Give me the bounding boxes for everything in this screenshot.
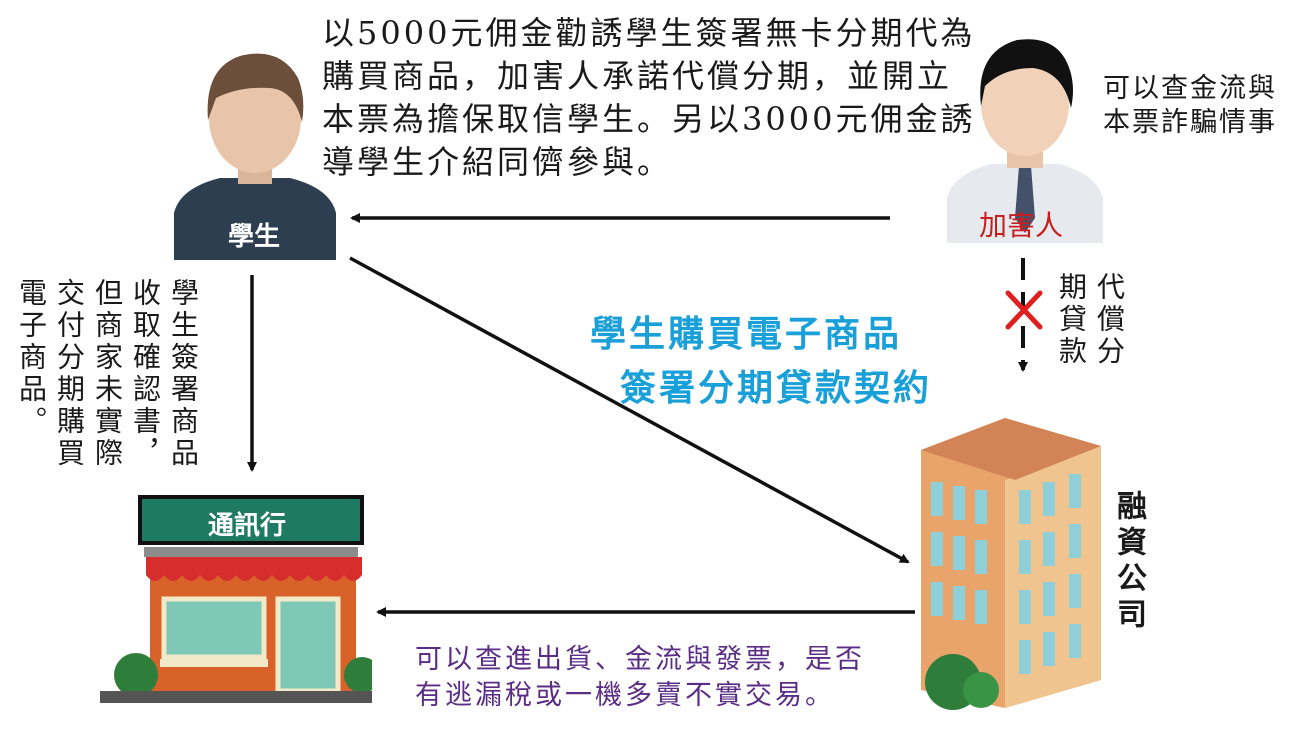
- vertical-line: 學生簽署商品: [167, 278, 200, 470]
- store-receipt-note: 學生簽署商品 收取確認書， 但商家未實際 交付分期購買 電子商品。: [12, 278, 202, 518]
- vertical-line: 期貸款: [1055, 272, 1088, 368]
- caption-line: 購買商品，加害人承諾代償分期，並開立: [322, 57, 953, 95]
- vertical-line: 代償分: [1093, 272, 1126, 368]
- perpetrator-label: 加害人: [979, 209, 1064, 242]
- repayment-note: 代償分 期貸款: [1052, 272, 1128, 392]
- note-line: 本票詐騙情事: [1103, 107, 1277, 138]
- perpetrator-avatar-icon: [947, 39, 1103, 243]
- building-icon: [921, 418, 1101, 710]
- store-icon: [100, 495, 380, 703]
- contract-description: 學生購買電子商品 簽署分期貸款契約: [590, 308, 932, 416]
- student-figure: 學生: [170, 38, 340, 260]
- finance-company: [915, 390, 1105, 710]
- perpetrator-figure: 加害人: [945, 28, 1105, 243]
- caption-line: 導學生介紹同儕參與。: [322, 143, 673, 181]
- bottom-line: 有逃漏稅或一機多賣不實交易。: [415, 680, 835, 711]
- vertical-line: 電子商品。: [15, 278, 48, 438]
- blue-line: 簽署分期貸款契約: [620, 368, 933, 409]
- note-line: 可以查金流與: [1103, 73, 1277, 104]
- caption-line: 本票為擔保取信學生。另以3000元佣金誘: [322, 100, 976, 138]
- phone-store: 通訊行: [100, 495, 380, 705]
- vertical-line: 交付分期購買: [53, 278, 86, 470]
- red-cross-icon: [1005, 290, 1043, 330]
- investigation-note-fraud: 可以查金流與 本票詐騙情事: [1103, 72, 1277, 140]
- caption-line: 以5000元佣金勸誘學生簽署無卡分期代為: [322, 14, 976, 52]
- student-label: 學生: [228, 222, 281, 252]
- student-avatar-icon: [174, 53, 336, 260]
- scheme-description: 以5000元佣金勸誘學生簽署無卡分期代為 購買商品，加害人承諾代償分期，並開立 …: [322, 12, 975, 184]
- investigation-note-tax: 可以查進出貨、金流與發票，是否 有逃漏稅或一機多賣不實交易。: [415, 642, 865, 714]
- vertical-line: 但商家未實際: [91, 278, 124, 470]
- finance-company-label: 融資公司: [1111, 490, 1146, 634]
- arrow-student-to-finance: [349, 256, 910, 564]
- blue-line: 學生購買電子商品: [590, 314, 903, 355]
- vertical-line: 收取確認書，: [129, 278, 162, 470]
- store-sign-label: 通訊行: [208, 511, 287, 541]
- bottom-line: 可以查進出貨、金流與發票，是否: [415, 644, 865, 675]
